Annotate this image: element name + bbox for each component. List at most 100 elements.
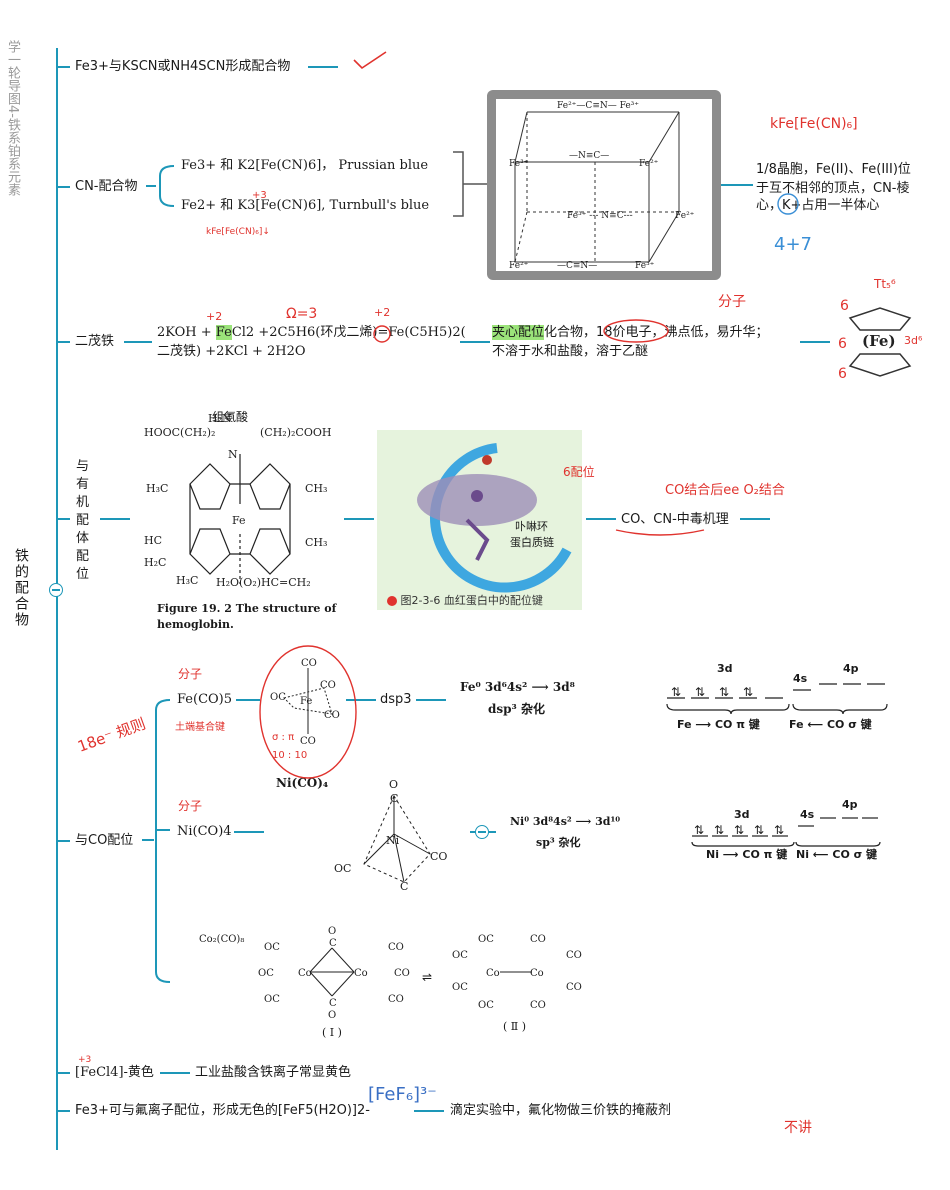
hw-co-note: CO结合后ee O₂结合	[665, 483, 785, 498]
kscn-tail	[308, 66, 338, 68]
svg-text:⇅: ⇅	[734, 823, 744, 837]
eq-post: Cl2 +2C5H6(环戊二烯)=Fe(C5H5)2(	[231, 325, 466, 340]
cn-right-bracket	[453, 151, 487, 217]
fe-hybrid: dsp³ 杂化	[488, 702, 545, 716]
fe-orb-4s: 4s	[793, 672, 808, 685]
fe-orb-pi: Fe ⟶ CO π 键	[677, 718, 760, 731]
porphyrin-label: 与 有 机 配 体 配 位	[76, 458, 90, 584]
dsp3-link-2	[416, 699, 446, 701]
svg-text:O: O	[328, 926, 336, 937]
fef-label: Fe3+可与氟离子配位，形成无色的[FeF5(H2O)]2-	[75, 1103, 370, 1118]
side-title: 学一轮导图4-铁系铂系元素	[5, 40, 20, 196]
svg-text:⇅: ⇅	[695, 685, 705, 699]
svg-text:OC: OC	[270, 692, 286, 703]
hw-plus2b: +2	[374, 306, 390, 319]
svg-text:Co: Co	[486, 968, 500, 979]
svg-text:⇅: ⇅	[671, 685, 681, 699]
porphyrin-label-4: 配	[76, 513, 90, 528]
branch-ferrocene	[56, 341, 70, 343]
hemoglobin-photo: 卟啉环 蛋白质链 图2-3-6 血红蛋白中的配位键	[377, 430, 582, 610]
svg-text:OC: OC	[452, 982, 468, 993]
kscn-text: Fe3+与KSCN或NH4SCN形成配合物	[75, 59, 291, 74]
fe-orbital-diagram: 3d 4s 4p ⇅⇅⇅⇅ Fe ⟶ CO π 键 Fe ⟵ CO σ 键	[665, 662, 895, 732]
svg-text:CO: CO	[566, 982, 582, 993]
caption-icon	[387, 596, 397, 606]
fe-orb-3d: 3d	[717, 662, 733, 675]
svg-text:CO: CO	[530, 1000, 546, 1011]
svg-text:Fe²⁺—C≡N— Fe³⁺: Fe²⁺—C≡N— Fe³⁺	[557, 101, 639, 111]
cn-desc-2: 于互不相邻的顶点，CN-棱	[756, 181, 910, 196]
hw-ferr-4: Tt₅⁶	[873, 277, 896, 291]
svg-text:OC: OC	[264, 994, 280, 1005]
ni-orb-4p: 4p	[842, 798, 858, 811]
hw-fenzi3: 分子	[178, 799, 202, 813]
ferrocene-link-3	[800, 341, 830, 343]
dsp3-link-1	[346, 699, 376, 701]
spine	[56, 48, 58, 1150]
hw-fenzi: 分子	[718, 294, 746, 310]
svg-text:⇅: ⇅	[754, 823, 764, 837]
porphyrin-link-2	[344, 518, 374, 520]
svg-text:—N≡C—: —N≡C—	[569, 151, 609, 161]
hw-ratio: 10 : 10	[272, 750, 307, 761]
ni-co4: Ni(CO)4	[177, 824, 232, 839]
svg-text:Fe³⁺: Fe³⁺	[509, 159, 529, 169]
svg-text:Fe³⁺ --- N≡C---: Fe³⁺ --- N≡C---	[567, 211, 633, 221]
hw-kfe: kFe[Fe(CN)₆]	[770, 116, 858, 132]
svg-text:C: C	[329, 998, 337, 1009]
ni-orbital-lines: ⇅⇅⇅⇅⇅	[691, 817, 881, 847]
svg-text:Co: Co	[298, 968, 312, 979]
prop-hl: 夹心配位	[492, 325, 545, 340]
svg-text:CH₃: CH₃	[305, 536, 327, 549]
svg-text:CO: CO	[324, 710, 340, 721]
collapse-toggle[interactable]	[49, 583, 63, 597]
svg-text:N: N	[228, 448, 238, 461]
porphyrin-label-2: 有	[76, 477, 90, 492]
branch-cn	[56, 186, 70, 188]
svg-text:⇅: ⇅	[774, 823, 784, 837]
svg-text:C: C	[390, 792, 398, 805]
branch-fecl4	[56, 1072, 70, 1074]
svg-text:Co: Co	[530, 968, 544, 979]
svg-text:CO: CO	[388, 942, 404, 953]
svg-text:OC: OC	[452, 950, 468, 961]
ni-co4-link	[234, 831, 264, 833]
check-mark	[353, 51, 387, 70]
svg-text:HC: HC	[144, 534, 162, 547]
ferrocene-props-2: 不溶于水和盐酸，溶于乙醚	[492, 344, 649, 359]
fe-orbital-lines: ⇅⇅⇅⇅	[666, 683, 888, 715]
svg-text:CO: CO	[394, 968, 410, 979]
hw-fe-bond: 土端基合键	[175, 720, 225, 733]
svg-text:OC: OC	[334, 862, 351, 875]
crystal-lattice: Fe²⁺—C≡N— Fe³⁺ Fe³⁺ —N≡C— Fe²⁺ Fe²⁺ —C≡N…	[509, 101, 695, 271]
co2-title: Co₂(CO)₈	[199, 934, 245, 945]
ni-collapse[interactable]	[475, 825, 489, 839]
hw-bujiang: 不讲	[784, 1120, 812, 1136]
branch-kscn	[56, 66, 70, 68]
fe-orb-4p: 4p	[843, 662, 859, 675]
co-bracket	[142, 699, 171, 983]
heme-caption-2: hemoglobin.	[157, 618, 234, 631]
hw-num: 4+7	[774, 234, 812, 255]
ni-orb-4s: 4s	[800, 808, 815, 821]
fecl4-label: [FeCl4]-黄色	[75, 1065, 154, 1080]
svg-text:H₂O(O₂)HC=CH₂: H₂O(O₂)HC=CH₂	[216, 576, 311, 589]
porphyrin-tail	[740, 518, 770, 520]
svg-text:O: O	[328, 1010, 336, 1021]
ferrocene-link	[124, 341, 152, 343]
cn-label: CN-配合物	[75, 179, 138, 194]
svg-text:CH₃: CH₃	[305, 482, 327, 495]
hemoglobin-model	[417, 443, 572, 593]
svg-text:⇅: ⇅	[719, 685, 729, 699]
fe-co5-structure: CO OC Fe CO CO CO	[270, 658, 340, 747]
porphyrin-label-1: 与	[76, 459, 90, 474]
svg-text:OC: OC	[258, 968, 274, 979]
svg-text:CO: CO	[566, 950, 582, 961]
ferrocene-props: 夹心配位化合物，18价电子，沸点低，易升华；	[492, 323, 769, 342]
cn-desc-1: 1/8晶胞，Fe(II)、Fe(III)位	[756, 162, 911, 177]
porphyrin-label-7: 位	[76, 567, 90, 582]
caption-text: 图2-3-6 血红蛋白中的配位键	[400, 594, 543, 607]
porphyrin-label-6: 配	[76, 549, 90, 564]
svg-text:Fe²⁺: Fe²⁺	[639, 159, 659, 169]
